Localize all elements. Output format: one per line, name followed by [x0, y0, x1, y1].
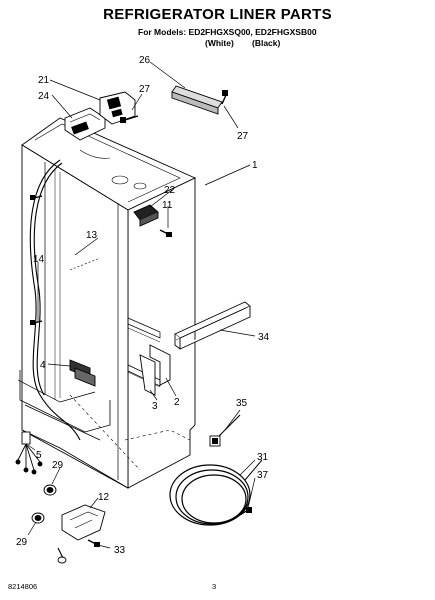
part-21-bracket [99, 91, 136, 125]
part-31-tube-coil [169, 459, 263, 526]
screw-27-strip-icon [221, 90, 228, 105]
part-29-cap-upper [43, 484, 57, 496]
variant-black: (Black) [252, 38, 281, 48]
callout-11: 11 [162, 200, 173, 211]
part-34-bracket [174, 301, 251, 350]
document-number: 8214806 [8, 582, 38, 591]
models-line: For Models: ED2FHGXSQ00, ED2FHGXSB00 [138, 27, 317, 37]
part-3-bracket [139, 354, 156, 396]
part-29-cap-lower [31, 512, 45, 524]
screw-14-upper-icon [30, 195, 43, 200]
callout-37: 37 [257, 470, 269, 481]
part-26-strip [171, 85, 223, 115]
callout-26: 26 [139, 55, 151, 66]
callout-labels: 26 27 27 21 24 1 22 11 13 14 34 4 3 2 35… [16, 55, 270, 556]
callout-27-strip: 27 [237, 131, 249, 142]
part-2-bracket [149, 344, 171, 386]
callout-3: 3 [152, 401, 158, 412]
part-22-bracket [133, 204, 159, 227]
callout-29-lower: 29 [16, 537, 28, 548]
page-title: REFRIGERATOR LINER PARTS [103, 6, 332, 23]
part-12-housing [61, 504, 106, 541]
screw-37-icon [239, 507, 252, 516]
wire-harness [29, 159, 81, 441]
callout-35: 35 [236, 398, 248, 409]
callout-34: 34 [258, 332, 270, 343]
leader-lines [27, 61, 256, 549]
screw-27-top-icon [120, 115, 139, 123]
callout-31: 31 [257, 452, 269, 463]
callout-2: 2 [174, 397, 180, 408]
callout-1: 1 [252, 160, 258, 171]
callout-24: 24 [38, 91, 50, 102]
part-4-pad [69, 359, 96, 387]
page-number: 3 [212, 582, 217, 591]
callout-27-top: 27 [139, 84, 151, 95]
part-24-housing [64, 107, 106, 141]
callout-12: 12 [98, 492, 110, 503]
callout-14: 14 [33, 254, 45, 265]
callout-13: 13 [86, 230, 98, 241]
callout-21: 21 [38, 75, 50, 86]
callout-22: 22 [164, 185, 176, 196]
variant-white: (White) [205, 38, 234, 48]
callout-4: 4 [40, 360, 46, 371]
screw-33-icon [57, 539, 100, 564]
callout-29-upper: 29 [52, 460, 64, 471]
refrigerator-liner [17, 117, 197, 489]
part-5-harness [15, 431, 43, 475]
part-35-connector [209, 414, 241, 447]
screw-11-icon [159, 229, 172, 237]
callout-33: 33 [114, 545, 126, 556]
callout-5: 5 [36, 450, 42, 461]
